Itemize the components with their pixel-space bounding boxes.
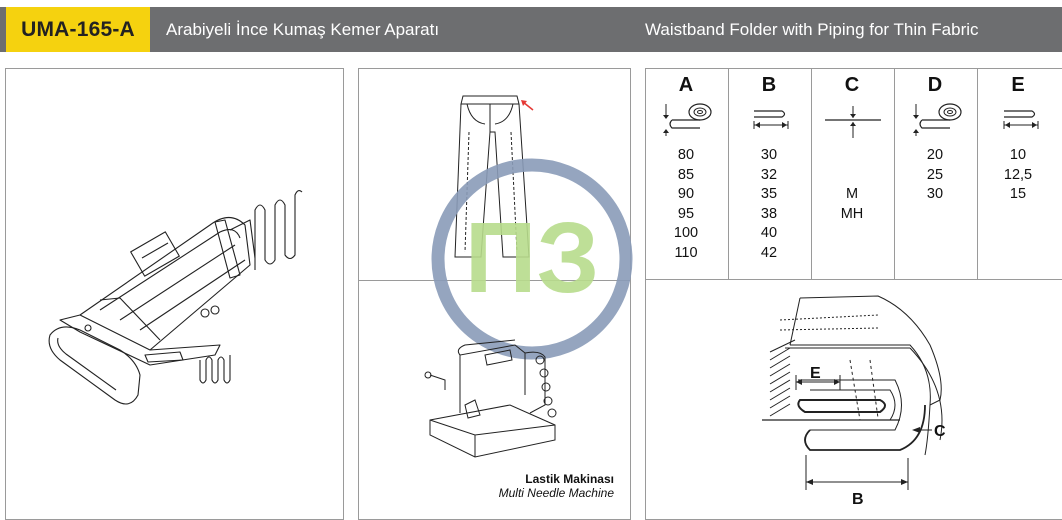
value: 90 <box>677 186 695 202</box>
column-values: 80 85 90 95 100 110 <box>645 146 727 263</box>
value: 25 <box>926 166 944 183</box>
folding-cross-section-diagram: E C B <box>762 295 946 508</box>
panel-divider <box>358 280 631 281</box>
product-code: UMA-165-A <box>6 7 150 52</box>
column-letter: E <box>1011 74 1025 96</box>
value: 15 <box>1009 186 1027 202</box>
title-english: Waistband Folder with Piping for Thin Fa… <box>645 19 979 39</box>
trousers-drawing <box>454 95 534 258</box>
folded-width-icon <box>1003 110 1039 129</box>
rolled-tape-icon <box>663 103 712 136</box>
title-turkish: Arabiyeli İnce Kumaş Kemer Aparatı <box>166 19 440 39</box>
value: 10 <box>1009 147 1027 163</box>
value: 110 <box>674 244 698 261</box>
spec-column-a: A 80 85 90 95 100 110 <box>645 72 727 261</box>
spec-column-e: E 10 12,5 15 <box>977 72 1059 202</box>
folder-attachment-drawing <box>48 190 303 405</box>
value <box>811 166 893 186</box>
value: MH <box>840 205 864 222</box>
dimension-b-label: B <box>852 491 864 508</box>
column-letter: C <box>844 74 860 96</box>
column-values: 20 25 30 <box>894 146 976 205</box>
machine-label: Lastik Makinası Multi Needle Machine <box>470 472 614 500</box>
dimension-e-label: E <box>810 365 821 382</box>
spec-divider <box>645 279 1062 280</box>
header-bar <box>0 7 1062 52</box>
column-separator <box>977 68 978 279</box>
watermark-logo: ПЗ <box>431 158 633 360</box>
value: 30 <box>760 147 778 163</box>
folded-width-icon <box>753 110 789 129</box>
spec-column-d: D 20 25 30 <box>894 72 976 202</box>
sewing-machine-drawing <box>424 339 557 458</box>
machine-label-english: Multi Needle Machine <box>498 486 614 500</box>
rolled-tape-icon <box>913 103 962 136</box>
column-letter: B <box>761 74 777 96</box>
value: M <box>845 186 859 202</box>
value: 35 <box>760 186 778 202</box>
value: 38 <box>760 205 778 222</box>
value: 80 <box>677 147 695 163</box>
dimension-c-label: C <box>934 423 946 440</box>
column-values: M MH <box>811 146 893 224</box>
value: 32 <box>760 166 778 183</box>
value: 40 <box>760 225 778 241</box>
thickness-line-icon <box>825 106 881 138</box>
column-separator <box>894 68 895 279</box>
spec-column-b: B 30 32 35 38 40 42 <box>728 72 810 261</box>
column-separator <box>811 68 812 279</box>
column-separator <box>728 68 729 279</box>
column-values: 10 12,5 15 <box>977 146 1059 205</box>
value: 95 <box>677 205 695 222</box>
value <box>811 146 893 166</box>
column-letter: D <box>927 74 943 96</box>
value: 85 <box>677 166 695 183</box>
value: 20 <box>926 147 944 163</box>
spec-panel <box>645 68 1062 520</box>
value: 12,5 <box>1003 166 1033 183</box>
value: 30 <box>926 186 944 202</box>
column-values: 30 32 35 38 40 42 <box>728 146 810 263</box>
folder-illustration-panel <box>5 68 344 520</box>
column-letter: A <box>678 74 694 96</box>
watermark-text: ПЗ <box>465 202 600 314</box>
spec-column-c: C M MH <box>811 72 893 222</box>
value: 42 <box>760 244 778 261</box>
machine-label-turkish: Lastik Makinası <box>525 472 614 486</box>
value: 100 <box>673 225 699 241</box>
